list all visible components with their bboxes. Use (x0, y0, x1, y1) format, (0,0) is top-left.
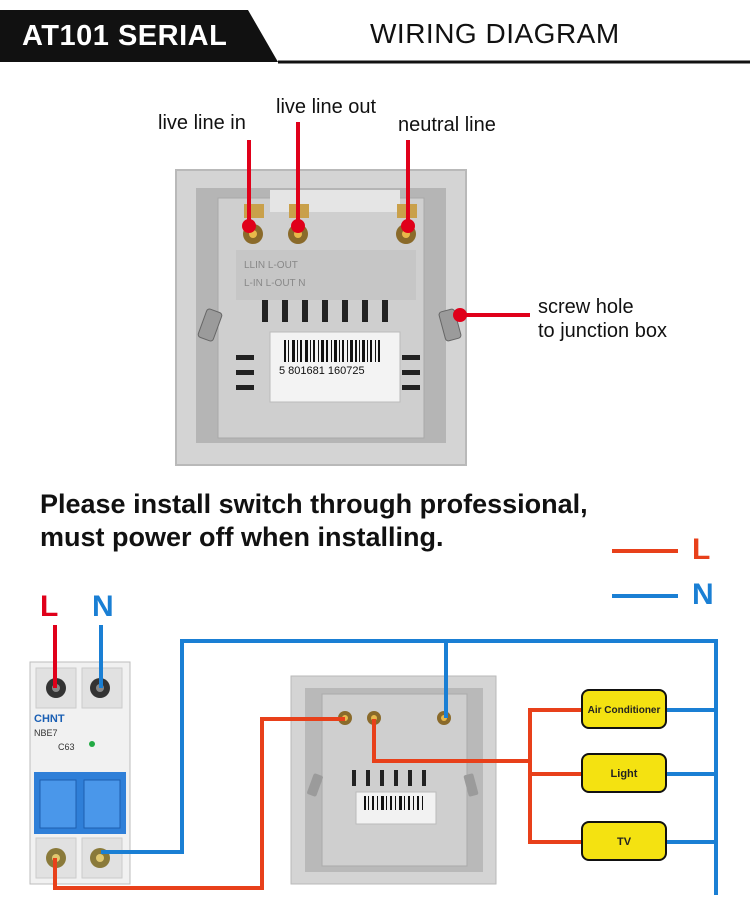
screw-hole-label: screw hole (538, 296, 634, 318)
notice-line-1: Please install switch through profession… (40, 489, 588, 519)
load-tv: TV (617, 836, 632, 848)
breaker-rating: C63 (58, 742, 75, 752)
svg-text:LLIN L-OUT: LLIN L-OUT (244, 260, 298, 271)
svg-text:L-IN L-OUT N: L-IN L-OUT N (244, 278, 306, 289)
load-light: Light (611, 768, 638, 780)
junction-box-label: to junction box (538, 320, 667, 342)
breaker-brand: CHNT (34, 713, 65, 725)
breaker-n-label: N (92, 590, 114, 623)
notice-line-2: must power off when installing. (40, 522, 444, 552)
live-line-in-label: live line in (158, 112, 246, 134)
barcode-number: 5 801681 160725 (279, 365, 365, 377)
legend-neutral-letter: N (692, 578, 714, 611)
switch-back-small (290, 675, 497, 885)
circuit-breaker (29, 661, 131, 885)
header-band (0, 10, 750, 64)
legend-live-letter: L (692, 533, 711, 566)
side-screw-icon (197, 308, 462, 342)
switch-back-photo: LLIN L-OUT L-IN L-OUT N 5 801681 160725 (175, 122, 530, 466)
load-boxes (581, 689, 667, 861)
neutral-line-label: neutral line (398, 114, 496, 136)
breaker-l-label: L (40, 590, 58, 623)
header-subtitle: WIRING DIAGRAM (370, 18, 620, 49)
breaker-model: NBE7 (34, 728, 58, 738)
legend-lines (612, 549, 678, 598)
header-title: AT101 SERIAL (22, 20, 228, 52)
live-line-out-label: live line out (276, 96, 377, 118)
load-air-conditioner: Air Conditioner (588, 705, 661, 716)
install-notice: Please install switch through profession… (40, 488, 588, 554)
